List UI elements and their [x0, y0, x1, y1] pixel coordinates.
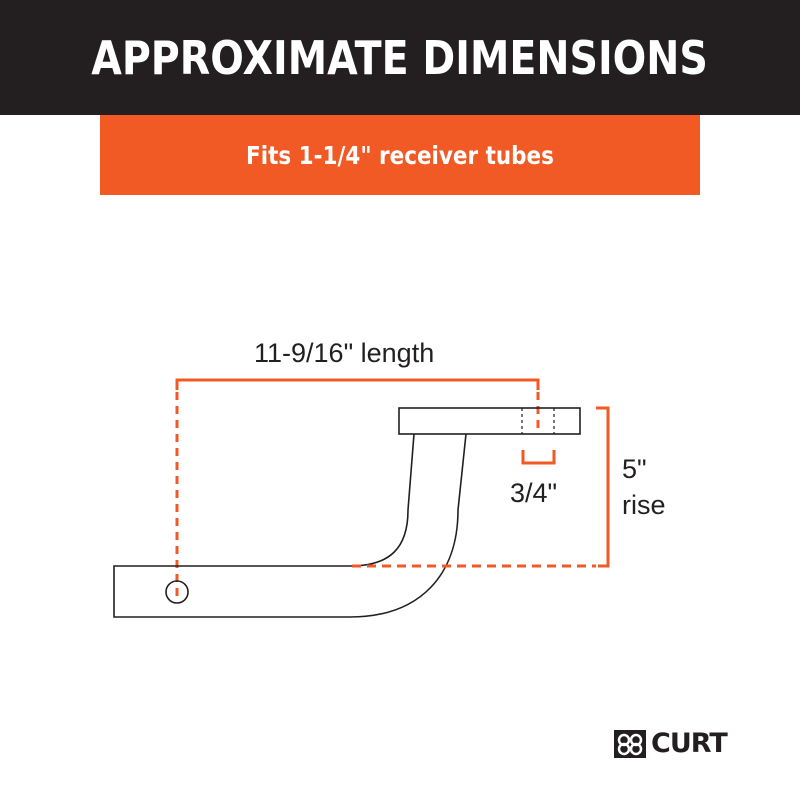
ball-mount-outline — [113, 407, 581, 618]
hole-size-label: 3/4" — [510, 478, 558, 508]
page-title: APPROXIMATE DIMENSIONS — [91, 30, 709, 85]
length-dimension-line — [175, 378, 540, 596]
hole-size-bracket — [521, 450, 556, 465]
subheader-banner: Fits 1-1/4" receiver tubes — [100, 115, 700, 195]
rise-value-label: 5" — [622, 454, 647, 484]
brand-name: CURT — [651, 728, 728, 759]
brand-logo: CURT — [614, 728, 728, 759]
subheader-text: Fits 1-1/4" receiver tubes — [246, 140, 554, 170]
rise-text-label: rise — [622, 490, 666, 520]
curt-knot-icon — [614, 729, 646, 758]
header-bar: APPROXIMATE DIMENSIONS — [0, 0, 800, 115]
length-label: 11-9/16" length — [254, 338, 435, 368]
rise-dimension-line — [352, 406, 610, 568]
